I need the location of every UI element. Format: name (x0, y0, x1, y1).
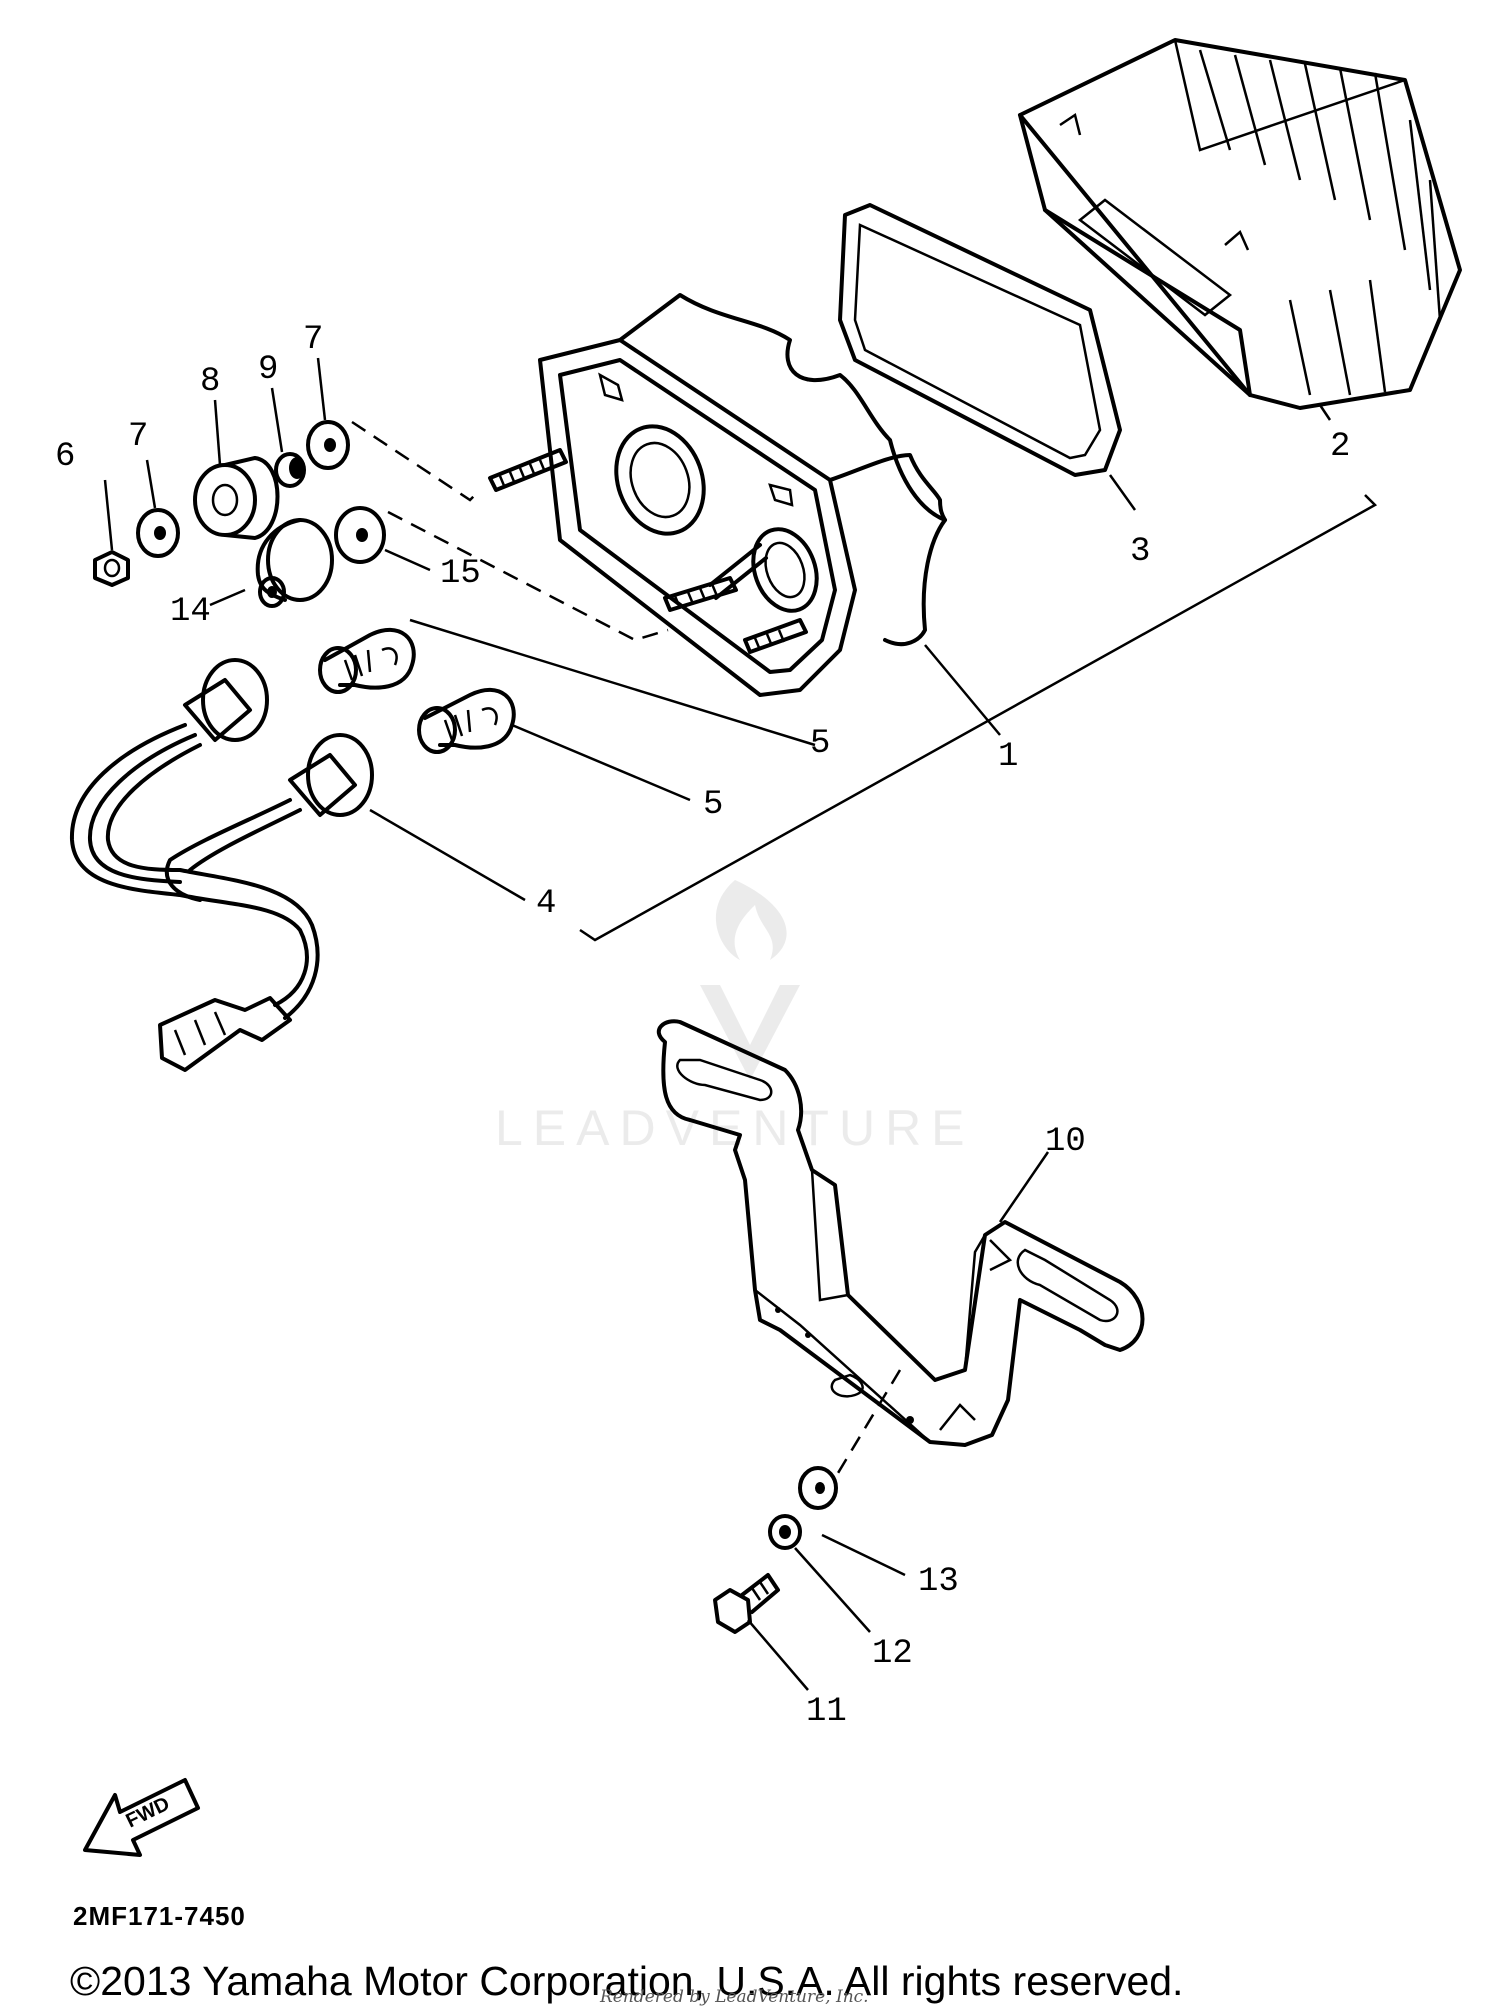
part-9-collar (274, 452, 306, 488)
part-bracket (656, 1019, 1145, 1447)
part-lock-washer (768, 1514, 802, 1550)
part-nut (93, 550, 130, 587)
callout-12: 12 (872, 1635, 913, 1673)
assembly-bracket-line (579, 494, 1378, 942)
part-bolt (713, 1573, 780, 1634)
rendered-by: Rendered by LeadVenture, Inc. (599, 1987, 869, 2007)
callout-4: 4 (536, 885, 556, 923)
part-bulb-lower (417, 687, 516, 754)
part-washer-7a (306, 420, 350, 470)
diagram-code: 2MF171-7450 (73, 1901, 246, 1931)
part-bulb-upper (318, 627, 416, 694)
part-housing (488, 293, 947, 697)
fwd-arrow-icon: FWD (83, 1778, 200, 1857)
watermark-text: LEADVENTURE (495, 1100, 975, 1156)
part-grommet (255, 518, 334, 608)
callouts: 1 2 3 4 5 5 6 7 7 8 9 10 11 12 13 14 15 (55, 321, 1350, 1731)
callout-5-lower: 5 (703, 786, 723, 824)
callout-14: 14 (170, 593, 211, 631)
callout-15: 15 (440, 555, 481, 593)
callout-2: 2 (1330, 428, 1350, 466)
leader-lines (103, 357, 1332, 1691)
callout-7-lower: 7 (128, 418, 148, 456)
assembly-lines (351, 420, 902, 1479)
part-cap (193, 456, 280, 540)
callout-1: 1 (998, 738, 1018, 776)
part-lens (1018, 38, 1462, 410)
callout-8: 8 (200, 363, 220, 401)
part-wire-harness (69, 658, 374, 1072)
callout-7-upper: 7 (303, 321, 323, 359)
callout-5-upper: 5 (810, 725, 830, 763)
part-washer-13 (798, 1466, 838, 1510)
callout-11: 11 (806, 1693, 847, 1731)
callout-3: 3 (1130, 533, 1150, 571)
callout-13: 13 (918, 1563, 959, 1601)
part-gasket (838, 203, 1122, 477)
callout-9: 9 (258, 351, 278, 389)
part-washer-7b (136, 508, 180, 558)
part-washer-15 (334, 506, 386, 564)
copyright-notice: ©2013 Yamaha Motor Corporation, U.S.A. A… (70, 1958, 1183, 2004)
callout-10: 10 (1045, 1123, 1086, 1161)
watermark: LEADVENTURE (495, 880, 975, 1156)
callout-6: 6 (55, 438, 75, 476)
